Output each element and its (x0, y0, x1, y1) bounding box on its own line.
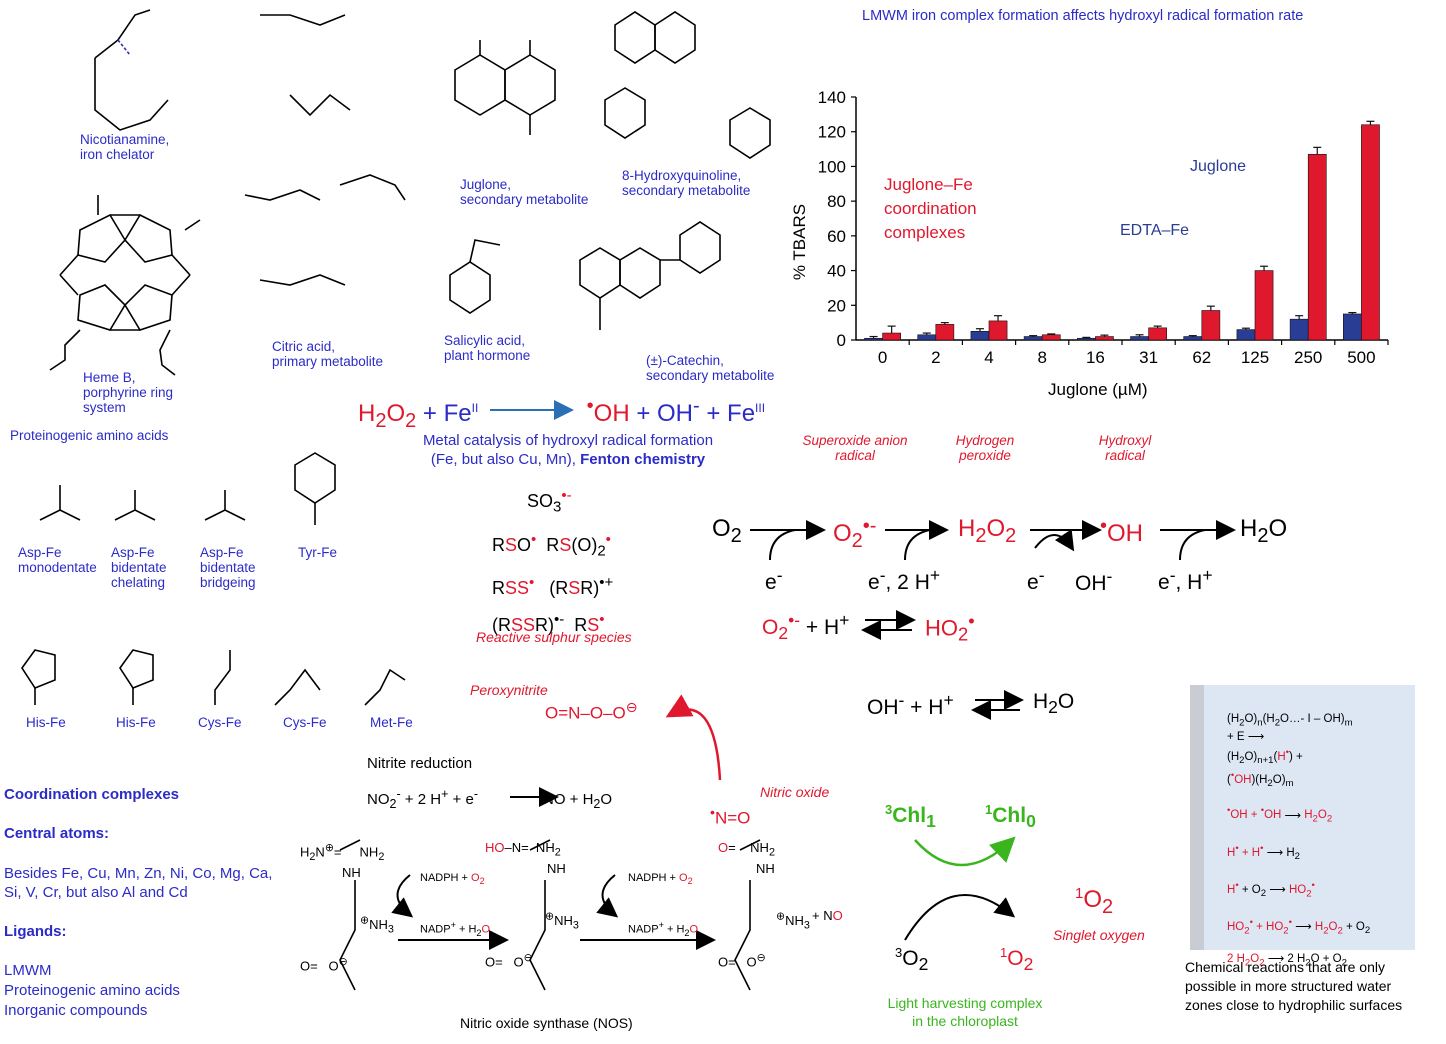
fenton-description: Metal catalysis of hydroxyl radical form… (422, 432, 714, 468)
y-tick-label: 100 (818, 157, 846, 176)
nitric-oxide-label: Nitric oxide (760, 784, 830, 800)
central-title: Central atoms: (4, 825, 110, 842)
oh-minus: OH- (1075, 566, 1113, 595)
nadp-1: NADP+ + H2O (420, 920, 491, 938)
citric-label: Citric acid,primary metabolite (272, 339, 384, 369)
x-tick-label: 0 (878, 348, 887, 367)
nos-label: Nitric oxide synthase (NOS) (460, 1015, 633, 1031)
ligands-title: Ligands: (4, 923, 67, 940)
singlet-oxygen-product: 1O2 (1000, 945, 1034, 975)
e4: e-, H+ (1158, 565, 1213, 594)
superoxide: O2•- (833, 515, 877, 552)
x-tick-label: 31 (1139, 348, 1158, 367)
triplet-chl: 3Chl1 (885, 802, 936, 832)
triplet-oxygen: 3O2 (895, 945, 929, 975)
chart-xlabel: Juglone (µM) (1048, 380, 1148, 399)
y-tick-label: 140 (818, 88, 846, 107)
met-label: Met-Fe (370, 715, 413, 730)
central-text: Besides Fe, Cu, Mn, Zn, Ni, Co, Mg, Ca,S… (4, 865, 273, 901)
hydroperoxyl: HO2• (925, 610, 975, 645)
sulphur-species: SO3•- RSO• RS(O)2• RSS• (RSR)•+ (RSSR)•-… (492, 487, 614, 636)
x-tick-label: 250 (1294, 348, 1322, 367)
nadph-1: NADPH + O2 (420, 872, 485, 887)
e1: e- (765, 565, 783, 594)
singlet-chl: 1Chl0 (985, 802, 1036, 832)
nicotianamine-label: Nicotianamine,iron chelator (80, 132, 170, 162)
water-equilibrium: OH- + H+ (867, 690, 954, 719)
juglone-fe-annotation: Juglone–Fe coordination complexes (884, 175, 977, 242)
sulphur-label: Reactive sulphur species (476, 629, 632, 645)
x-tick-label: 500 (1347, 348, 1375, 367)
singlet-label: Singlet oxygen (1053, 927, 1145, 943)
e3: e- (1027, 565, 1045, 594)
tyr-label: Tyr-Fe (298, 545, 337, 560)
y-tick-label: 120 (818, 123, 846, 142)
h2o2: H2O2 (958, 515, 1017, 547)
juglone-label: Juglone,secondary metabolite (460, 177, 589, 207)
superoxide-protonation: O2•- + H+ (762, 610, 850, 644)
his1-label: His-Fe (26, 715, 66, 730)
x-tick-label: 62 (1192, 348, 1211, 367)
x-tick-label: 2 (931, 348, 940, 367)
x-tick-label: 8 (1037, 348, 1046, 367)
edta-fe-annotation: EDTA–Fe (1120, 222, 1190, 239)
y-tick-label: 20 (827, 296, 846, 315)
catechin-label: (±)-Catechin,secondary metabolite (646, 353, 775, 383)
nadp-2: NADP+ + H2O (628, 920, 699, 938)
salicylic-label: Salicylic acid,plant hormone (444, 333, 531, 363)
peroxynitrite: O=N–O–O⊖ (545, 700, 638, 723)
nitrite-title: Nitrite reduction (367, 755, 473, 772)
juglone-annotation: Juglone (1190, 158, 1247, 175)
x-tick-label: 4 (984, 348, 993, 367)
singlet-oxygen: 1O2 (1075, 885, 1114, 918)
water-box-reactions: (H2O)n(H2O…- I – OH)m + E ⟶ (H2O)n+1(H•)… (1227, 713, 1371, 969)
peroxynitrite-label: Peroxynitrite (470, 682, 548, 698)
x-tick-label: 16 (1086, 348, 1105, 367)
y-tick-label: 40 (827, 262, 846, 281)
chart-title: LMWM iron complex formation affects hydr… (862, 8, 1304, 24)
o2: O2 (712, 515, 742, 547)
no-radical: •N=O (710, 805, 751, 828)
nitrite-reaction: NO2- + 2 H+ + e-NO + H2O (367, 787, 613, 811)
h2o: H2O (1240, 515, 1288, 547)
amino-acids-title: Proteinogenic amino acids (10, 428, 169, 443)
hydroxyl: •OH (1100, 515, 1144, 547)
water-product: H2O (1033, 690, 1075, 718)
fenton-equation: H2O2 + FeII •OH + OH- + FeIII (358, 395, 766, 432)
his2-label: His-Fe (116, 715, 156, 730)
hydroxyquinoline-label: 8-Hydroxyquinoline,secondary metabolite (622, 168, 751, 198)
cys2-label: Cys-Fe (283, 715, 327, 730)
x-tick-label: 125 (1241, 348, 1269, 367)
y-tick-label: 80 (827, 192, 846, 211)
coord-title: Coordination complexes (4, 786, 180, 803)
e2: e-, 2 H+ (868, 565, 941, 594)
cys1-label: Cys-Fe (198, 715, 242, 730)
y-tick-label: 60 (827, 227, 846, 246)
nadph-2: NADPH + O2 (628, 872, 693, 887)
plus-no: + NO (812, 908, 843, 923)
y-tick-label: 0 (837, 331, 846, 350)
